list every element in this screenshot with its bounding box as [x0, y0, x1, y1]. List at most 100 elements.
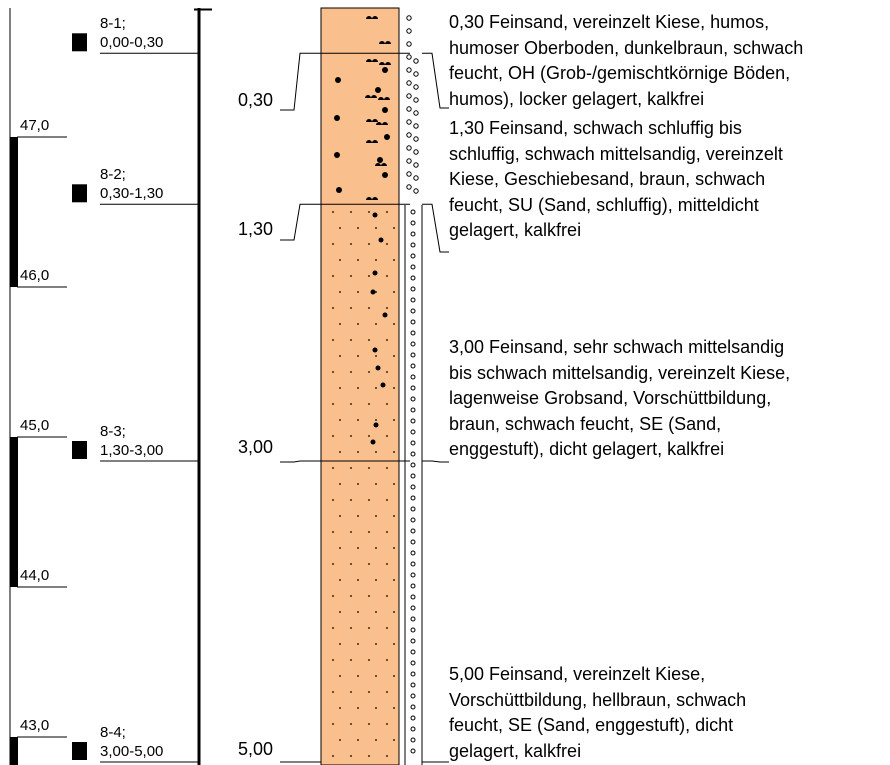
- texture-dot: [332, 531, 334, 533]
- texture-dot: [332, 499, 334, 501]
- strip-circle: [410, 297, 416, 303]
- strip-circle: [406, 171, 412, 177]
- gravel-mark: [377, 157, 383, 163]
- layer-description-3: 3,00 Feinsand, sehr schwach mittelsandig…: [449, 337, 791, 459]
- layer-description-1: 0,30 Feinsand, vereinzelt Kiese, humos, …: [449, 12, 804, 109]
- texture-dot: [350, 499, 352, 501]
- strip-circle: [410, 242, 416, 248]
- humus-mark: [376, 122, 388, 125]
- texture-dot: [332, 563, 334, 565]
- gravel-mark: [336, 187, 342, 193]
- humus-mark: [365, 95, 377, 98]
- soil-column-fill: [320, 7, 400, 765]
- texture-dot: [339, 355, 341, 357]
- strip-circle: [410, 484, 416, 490]
- texture-dot: [375, 259, 377, 261]
- strip-circle: [410, 374, 416, 380]
- elevation-block: [10, 737, 18, 765]
- texture-dot: [386, 627, 388, 629]
- strip-circle: [410, 638, 416, 644]
- strip-circle: [406, 184, 412, 190]
- texture-dot: [339, 643, 341, 645]
- layer-description-4: 5,00 Feinsand, vereinzelt Kiese, Vorschü…: [449, 664, 747, 761]
- texture-dot: [350, 243, 352, 245]
- humus-mark: [366, 197, 378, 200]
- gravel-mark: [372, 347, 378, 353]
- humus-mark: [366, 119, 378, 122]
- gravel-mark: [335, 77, 341, 83]
- texture-dot: [393, 483, 395, 485]
- humus-mark: [366, 140, 378, 143]
- texture-dot: [393, 643, 395, 645]
- texture-dot: [393, 227, 395, 229]
- texture-dot: [393, 579, 395, 581]
- strip-circle: [406, 41, 412, 47]
- texture-dot: [332, 467, 334, 469]
- strip-circle: [410, 385, 416, 391]
- strip-circle: [410, 418, 416, 424]
- strip-circle: [410, 682, 416, 688]
- texture-dot: [357, 611, 359, 613]
- texture-dot: [350, 755, 352, 757]
- texture-dot: [368, 211, 370, 213]
- texture-dot: [386, 243, 388, 245]
- sample-marker: [72, 33, 87, 52]
- texture-dot: [339, 483, 341, 485]
- elevation-blocks: [10, 137, 18, 765]
- texture-dot: [350, 691, 352, 693]
- strip-circle: [410, 451, 416, 457]
- sample-8-4-id: 8-4;: [100, 724, 126, 741]
- strip-circle: [413, 110, 419, 116]
- texture-dot: [386, 691, 388, 693]
- strip-circle: [410, 649, 416, 655]
- strip-circle: [413, 188, 419, 194]
- texture-dot: [332, 435, 334, 437]
- symbol-strip-circles: [406, 15, 419, 754]
- texture-dot: [357, 643, 359, 645]
- texture-dot: [339, 739, 341, 741]
- strip-circle: [406, 119, 412, 125]
- strip-circle: [413, 175, 419, 181]
- sample-8-4-range: 3,00-5,00: [100, 743, 164, 760]
- strip-circle: [410, 506, 416, 512]
- elevation-label-45: 45,0: [20, 417, 50, 434]
- strip-circle: [410, 539, 416, 545]
- sample-markers: [72, 33, 199, 763]
- depth-leader-line: [280, 460, 321, 463]
- texture-dot: [393, 547, 395, 549]
- texture-dot: [332, 339, 334, 341]
- texture-dot: [339, 387, 341, 389]
- depth-label-3-00: 3,00: [238, 437, 274, 457]
- texture-dot: [357, 291, 359, 293]
- strip-circle: [410, 726, 416, 732]
- sample-8-1-range: 0,00-0,30: [100, 34, 164, 51]
- strip-circle: [410, 209, 416, 215]
- strip-circle: [410, 517, 416, 523]
- gravel-mark: [375, 365, 381, 371]
- texture-dot: [375, 451, 377, 453]
- texture-dot: [375, 291, 377, 293]
- symbol-strip: [404, 15, 423, 765]
- texture-dot: [332, 371, 334, 373]
- layer-description-2: 1,30 Feinsand, schwach schluffig bis sch…: [449, 118, 783, 240]
- texture-dot: [375, 483, 377, 485]
- strip-circle: [410, 528, 416, 534]
- texture-dot: [357, 739, 359, 741]
- texture-dot: [332, 755, 334, 757]
- texture-dot: [339, 611, 341, 613]
- strip-circle: [406, 28, 412, 34]
- strip-circle: [410, 253, 416, 259]
- strip-circle: [406, 106, 412, 112]
- strip-circle: [410, 550, 416, 556]
- texture-dot: [368, 563, 370, 565]
- soil-gravel-marks: [334, 67, 390, 445]
- texture-dot: [393, 739, 395, 741]
- strip-circle: [410, 473, 416, 479]
- depth-leader-line: [280, 203, 321, 241]
- texture-dot: [350, 403, 352, 405]
- texture-dot: [332, 723, 334, 725]
- humus-mark: [375, 163, 387, 166]
- elevation-ticks: [17, 136, 67, 738]
- texture-dot: [368, 467, 370, 469]
- humus-mark: [379, 62, 391, 65]
